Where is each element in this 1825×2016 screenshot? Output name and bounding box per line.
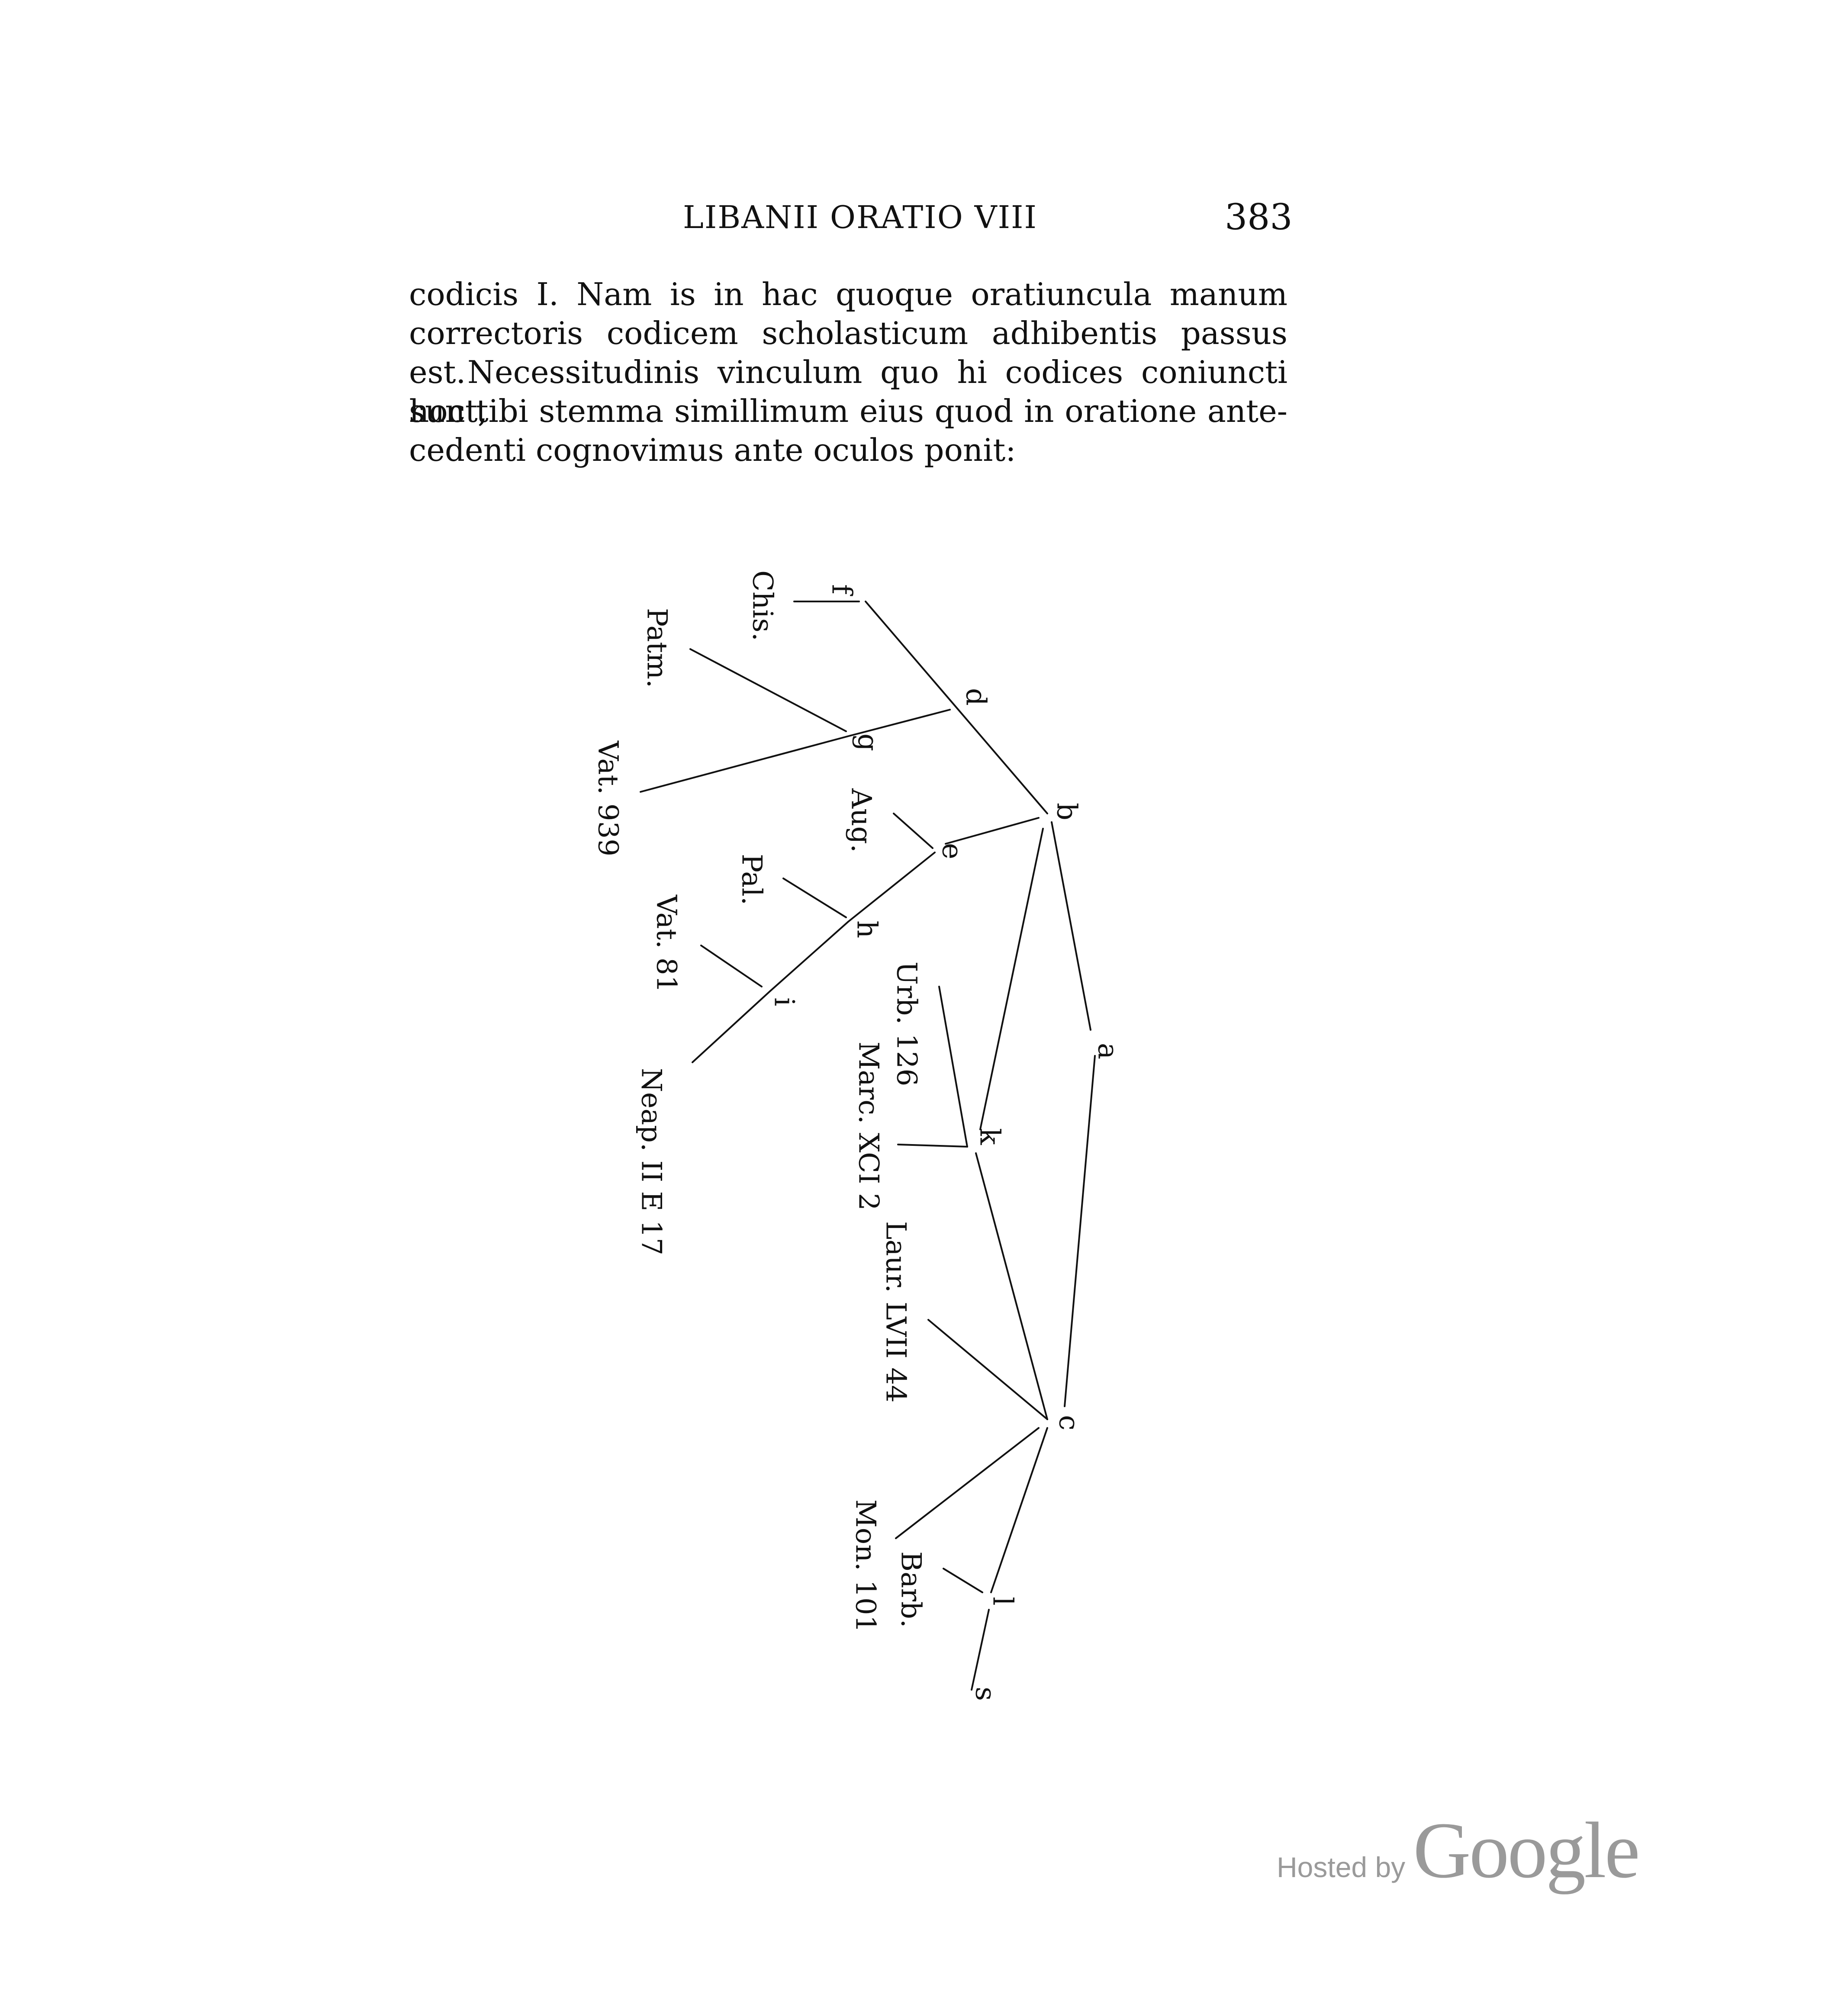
edge-d-g bbox=[850, 709, 951, 736]
stemma-label-chis: Chis. bbox=[747, 570, 779, 641]
edge-a-c bbox=[1064, 1055, 1096, 1407]
stemma-label-l: l bbox=[987, 1597, 1019, 1605]
body-line-4: hoc tibi stemma simillimum eius quod in … bbox=[409, 393, 1287, 429]
google-logo: Google bbox=[1413, 1806, 1640, 1895]
page-number: 383 bbox=[1225, 197, 1293, 238]
edge-marc-k bbox=[897, 1144, 968, 1148]
edge-b-k bbox=[979, 828, 1044, 1130]
stemma-label-urb: Urb. 126 bbox=[891, 961, 923, 1086]
stemma-label-patm: Patm. bbox=[641, 608, 673, 688]
body-line-3: Necessitudinis vinculum quo hi codices c… bbox=[409, 354, 1287, 429]
stemma-label-f: f bbox=[826, 584, 858, 596]
edge-vat81-i bbox=[700, 945, 763, 987]
edge-b-e bbox=[945, 817, 1040, 845]
stemma-label-marc: Marc. XCI 2 bbox=[853, 1042, 885, 1211]
stemma-label-g: g bbox=[852, 733, 884, 751]
edge-urb-k bbox=[938, 986, 968, 1148]
stemma-edges bbox=[640, 601, 1096, 1691]
stemma-label-c: c bbox=[1053, 1415, 1085, 1431]
edge-h-i bbox=[769, 921, 849, 992]
stemma-label-mon: Mon. 101 bbox=[850, 1499, 882, 1633]
edge-barb-l bbox=[943, 1568, 983, 1593]
stemma-labels: f Chis. Patm. d g Vat. 939 b Aug. e Pal.… bbox=[592, 570, 1124, 1701]
edge-b-a bbox=[1051, 821, 1091, 1031]
stemma-label-d: d bbox=[960, 688, 992, 706]
body-line-5: cedenti cognovimus ante oculos ponit: bbox=[409, 432, 1016, 468]
body-line-2: correctoris codicem scholasticum adhiben… bbox=[409, 315, 1287, 390]
edge-aug-e bbox=[893, 813, 933, 849]
body-line-1: codicis I. Nam is in hac quoque oratiunc… bbox=[409, 276, 1287, 312]
stemma-label-i: i bbox=[768, 997, 800, 1006]
stemma-label-h: h bbox=[851, 920, 883, 938]
edge-e-h bbox=[847, 852, 936, 923]
stemma-label-aug: Aug. bbox=[845, 788, 877, 853]
stemma-label-vat939: Vat. 939 bbox=[592, 740, 624, 856]
edge-c-mon bbox=[895, 1427, 1040, 1539]
hosted-by-text: Hosted by bbox=[1277, 1851, 1406, 1883]
stemma-label-a: a bbox=[1092, 1043, 1124, 1059]
stemma-label-k: k bbox=[974, 1128, 1006, 1145]
edge-patm-g bbox=[689, 648, 847, 732]
stemma-label-vat81: Vat. 81 bbox=[650, 894, 682, 993]
edge-g-vat939 bbox=[640, 735, 851, 793]
hosted-by-google-watermark: Hosted by Google bbox=[1277, 1804, 1640, 1897]
stemma-label-s: s bbox=[969, 1687, 1001, 1701]
edge-f-b bbox=[865, 601, 1048, 814]
edge-laur-c bbox=[927, 1319, 1048, 1420]
edge-pal-h bbox=[782, 878, 847, 918]
stemma-label-pal: Pal. bbox=[736, 854, 768, 905]
edge-i-neap bbox=[692, 990, 771, 1063]
running-head: LIBANII ORATIO VIII bbox=[683, 199, 1037, 235]
stemma-label-e: e bbox=[936, 843, 968, 859]
stemma-label-b: b bbox=[1051, 803, 1083, 820]
edge-l-s bbox=[971, 1609, 990, 1691]
stemma-label-neap: Neap. II E 17 bbox=[635, 1068, 667, 1255]
stemma-label-laur: Laur. LVII 44 bbox=[880, 1221, 912, 1403]
edge-c-l bbox=[990, 1427, 1048, 1593]
stemma-label-barb: Barb. bbox=[895, 1551, 927, 1628]
edge-k-c bbox=[975, 1152, 1048, 1420]
